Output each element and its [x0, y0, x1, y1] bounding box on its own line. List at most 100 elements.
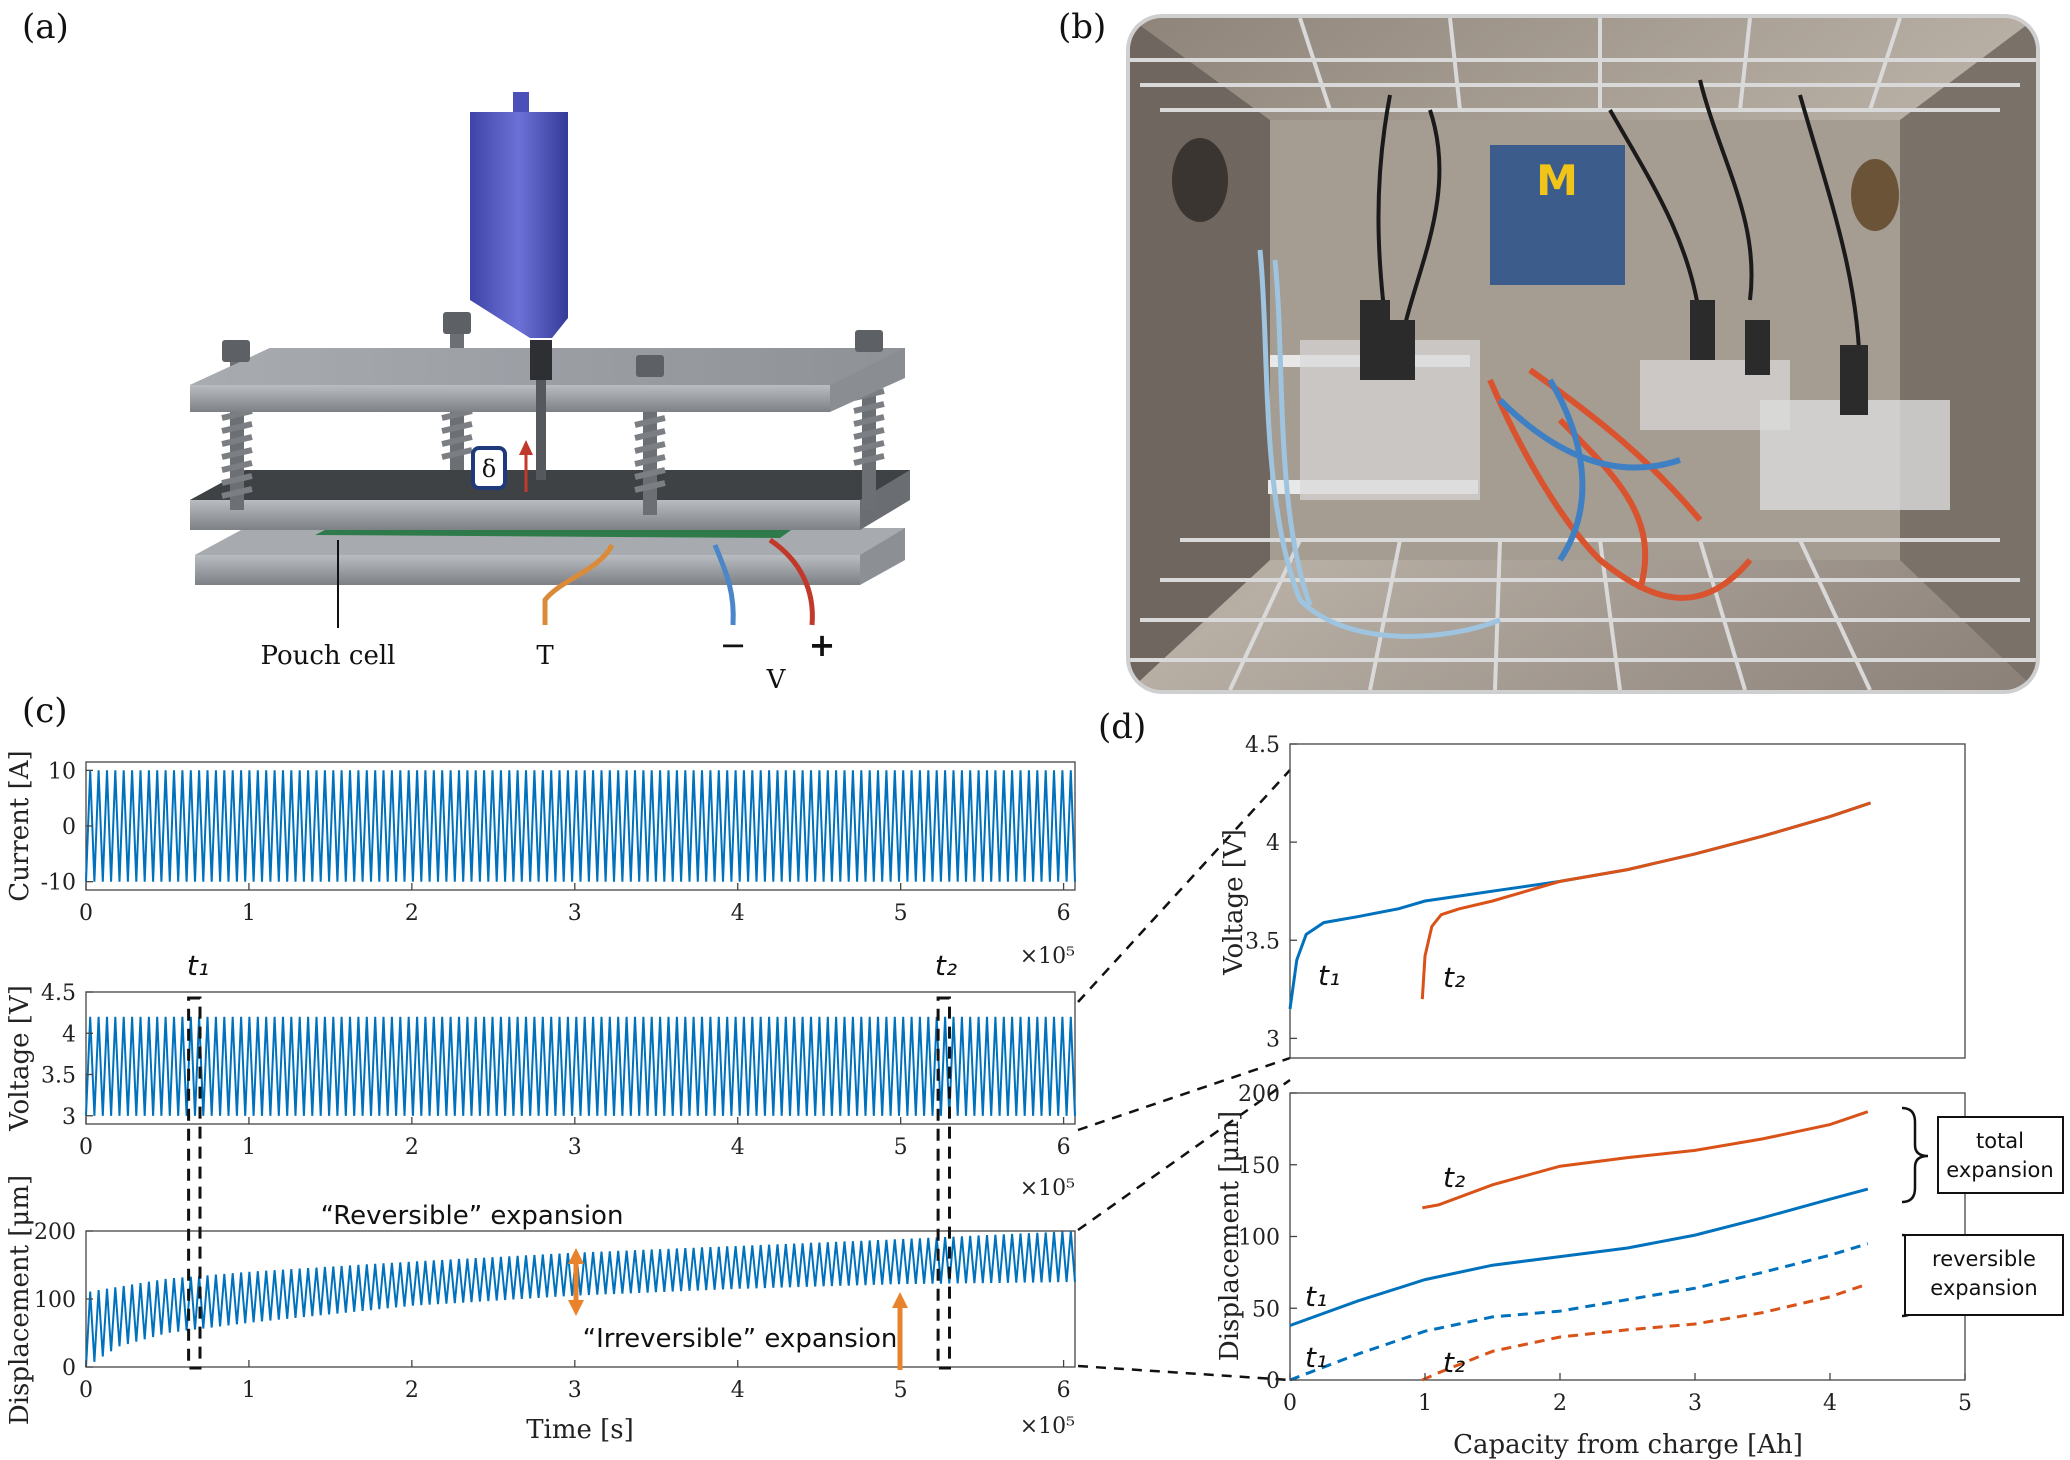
series-line-1 — [1422, 1110, 1869, 1210]
negative-wire — [712, 544, 736, 626]
x-tick-label: 1 — [242, 1135, 256, 1160]
d-voltage-t1-label: t₁ — [1318, 959, 1340, 992]
d-displacement-frame — [1289, 1092, 1966, 1381]
x-tick-label: 2 — [405, 901, 419, 926]
voltage-x-exponent: ×10⁵ — [1020, 1176, 1075, 1201]
d-disp-t2-rev-label: t₂ — [1443, 1346, 1465, 1379]
t1-marker-box — [187, 996, 202, 1370]
plus-label: + — [809, 626, 836, 664]
y-tick-label: 3.5 — [1245, 929, 1280, 954]
cycling-series — [85, 1231, 1076, 1368]
t2-label: t₂ — [935, 949, 957, 982]
displacement-ylabel: Displacement [μm] — [5, 1175, 35, 1425]
voltage-time-plot: 0 1 2 3 4 5 6 3 3.5 4 4.5 Voltage [V] ×10⁵ — [5, 981, 1076, 1201]
reversible-arrow — [568, 1248, 584, 1316]
voltage-capacity-plot: 33.544.5 Voltage [V] t₁ t₂ — [1219, 733, 1966, 1059]
displacement-x-exponent: ×10⁵ — [1020, 1414, 1075, 1439]
x-tick-label: 3 — [568, 901, 582, 926]
y-tick-label: 100 — [34, 1288, 76, 1313]
x-tick-label: 1 — [242, 1378, 256, 1403]
y-tick-label: 0 — [62, 815, 76, 840]
svg-text:M: M — [1536, 156, 1578, 205]
series-line-1 — [1420, 801, 1871, 1000]
x-tick-label: 6 — [1057, 901, 1071, 926]
x-tick-label: 0 — [1283, 1391, 1297, 1416]
series-line-3 — [1421, 1282, 1869, 1382]
d-voltage-frame — [1289, 743, 1966, 1059]
x-tick-label: 1 — [242, 901, 256, 926]
x-tick-label: 2 — [405, 1378, 419, 1403]
panel-d-label: (d) — [1098, 707, 1146, 747]
x-tick-label: 4 — [731, 1135, 745, 1160]
d-displacement-ylabel: Displacement [μm] — [1215, 1111, 1245, 1361]
delta-box — [471, 446, 507, 490]
voltage-ylabel: Voltage [V] — [5, 985, 35, 1132]
sensor-cables — [1257, 249, 1501, 639]
x-tick-label: 0 — [79, 1378, 93, 1403]
x-tick-label: 6 — [1057, 1135, 1071, 1160]
reversible-box-line1: reversible — [1932, 1247, 2036, 1271]
cycling-series — [85, 1016, 1076, 1116]
x-tick-label: 5 — [894, 1135, 908, 1160]
series-line-2 — [1289, 1242, 1869, 1382]
x-tick-label: 5 — [1958, 1391, 1972, 1416]
cycling-series — [85, 770, 1076, 882]
delta-arrow — [519, 440, 533, 455]
x-tick-label: 4 — [1823, 1391, 1837, 1416]
current-x-exponent: ×10⁵ — [1020, 944, 1075, 969]
y-tick-label: 0 — [62, 1356, 76, 1381]
chamber-photo: M — [1126, 14, 2040, 694]
university-banner — [1490, 145, 1625, 285]
current-ylabel: Current [A] — [5, 750, 35, 901]
panel-b-label: (b) — [1058, 7, 1106, 47]
y-tick-label: 200 — [34, 1220, 76, 1245]
y-tick-label: 0 — [1266, 1369, 1280, 1394]
fixture-photo-2 — [1760, 400, 1950, 510]
reversible-box-line2: expansion — [1930, 1276, 2037, 1300]
y-tick-label: 10 — [48, 759, 76, 784]
total-expansion-box: total expansion — [1937, 1116, 2064, 1194]
t1-label: t₁ — [187, 949, 209, 982]
series-line-0 — [1288, 801, 1871, 1010]
x-tick-label: 3 — [568, 1135, 582, 1160]
total-box-line1: total — [1976, 1129, 2024, 1153]
y-tick-label: 4.5 — [41, 981, 76, 1006]
panel-c-label: (c) — [22, 691, 68, 731]
nuts — [222, 312, 883, 377]
y-tick-label: 4 — [62, 1022, 76, 1047]
y-tick-label: 150 — [1238, 1154, 1280, 1179]
y-tick-label: 3.5 — [41, 1064, 76, 1089]
temperature-wire — [542, 543, 615, 625]
zoom-guides — [1077, 769, 1291, 1382]
x-tick-label: 2 — [405, 1135, 419, 1160]
x-tick-label: 0 — [79, 1135, 93, 1160]
d-disp-t1-rev-label: t₁ — [1305, 1341, 1327, 1374]
delta-label: δ — [482, 455, 496, 483]
x-tick-label: 3 — [568, 1378, 582, 1403]
minus-label: − — [720, 626, 747, 664]
d-voltage-t2-label: t₂ — [1443, 961, 1465, 994]
y-tick-label: 3 — [62, 1105, 76, 1130]
y-tick-label: 4 — [1266, 831, 1280, 856]
t2-marker-box — [936, 996, 951, 1370]
irreversible-expansion-label: “Irreversible” expansion — [583, 1324, 898, 1354]
panel-a-label: (a) — [22, 7, 69, 47]
d-disp-t1-total-label: t₁ — [1305, 1280, 1327, 1313]
fixture-illustration: δ Pouch cell T − + V — [190, 92, 910, 695]
y-tick-label: 3 — [1266, 1027, 1280, 1052]
x-tick-label: 6 — [1057, 1378, 1071, 1403]
y-tick-label: 200 — [1238, 1082, 1280, 1107]
x-tick-label: 1 — [1418, 1391, 1432, 1416]
total-box-line2: expansion — [1946, 1158, 2053, 1182]
x-tick-label: 4 — [731, 1378, 745, 1403]
temperature-label: T — [536, 641, 554, 671]
time-xlabel: Time [s] — [526, 1415, 634, 1445]
irreversible-arrow — [892, 1292, 908, 1370]
y-tick-label: 50 — [1252, 1297, 1280, 1322]
x-tick-label: 2 — [1553, 1391, 1567, 1416]
voltage-plot-frame — [85, 991, 1076, 1125]
